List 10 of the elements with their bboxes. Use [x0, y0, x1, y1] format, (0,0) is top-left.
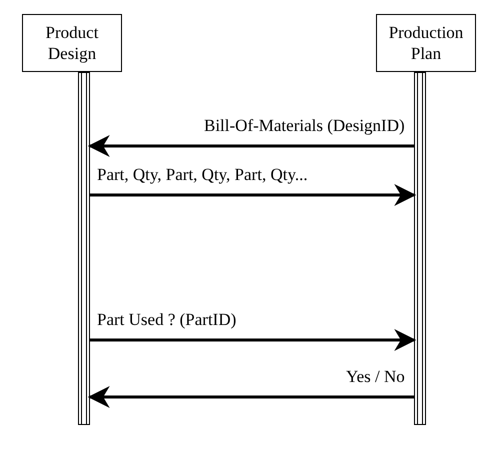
- lifeline-bar: [78, 72, 90, 425]
- participant-box: Product Design: [22, 14, 122, 72]
- participant-box: Production Plan: [376, 14, 476, 72]
- message-arrow: [90, 184, 416, 206]
- message-arrow: [88, 135, 414, 157]
- message-label: Bill-Of-Materials (DesignID): [203, 116, 406, 136]
- message-arrow: [88, 386, 414, 408]
- lifeline-bar: [414, 72, 426, 425]
- message-label: Part Used ? (PartID): [96, 310, 238, 330]
- message-arrow: [90, 329, 416, 351]
